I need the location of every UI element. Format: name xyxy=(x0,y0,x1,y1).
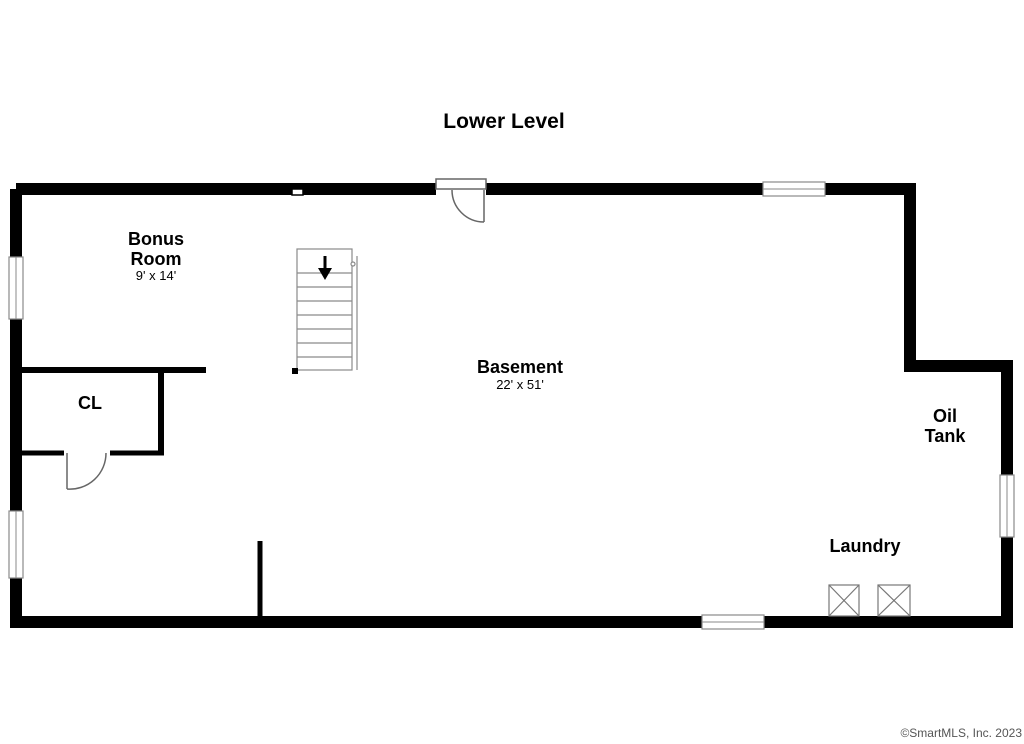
window-bottom xyxy=(701,614,765,630)
washer-icon xyxy=(828,584,860,617)
bonus-room-dimensions: 9' x 14' xyxy=(135,268,177,283)
exterior-walls xyxy=(10,183,1013,628)
window-left-upper xyxy=(8,256,24,320)
window-right xyxy=(999,474,1015,538)
bonus-room-name-line1: Bonus xyxy=(128,229,184,249)
stair-post xyxy=(292,368,298,374)
wall-post xyxy=(291,188,304,196)
closet-label: CL xyxy=(78,393,102,413)
window-left-lower xyxy=(8,510,24,579)
stair-arrow-icon xyxy=(318,256,332,280)
oil-tank-name-line2: Tank xyxy=(924,426,966,446)
top-door xyxy=(435,178,487,223)
dryer-icon xyxy=(877,584,911,617)
window-top-right xyxy=(762,181,826,197)
page-title: Lower Level xyxy=(443,110,565,133)
basement-label: Basement xyxy=(476,357,564,377)
stairs xyxy=(296,248,358,371)
copyright-notice: ©SmartMLS, Inc. 2023 xyxy=(900,726,1022,740)
closet-door xyxy=(66,452,107,490)
bonus-room-label: Bonus Room xyxy=(106,229,206,269)
basement-dimensions: 22' x 51' xyxy=(496,377,544,392)
interior-walls xyxy=(16,367,263,622)
bonus-room-name-line2: Room xyxy=(130,249,182,269)
oil-tank-name-line1: Oil xyxy=(932,406,957,426)
oil-tank-label: Oil Tank xyxy=(910,406,980,446)
laundry-label: Laundry xyxy=(829,536,901,556)
